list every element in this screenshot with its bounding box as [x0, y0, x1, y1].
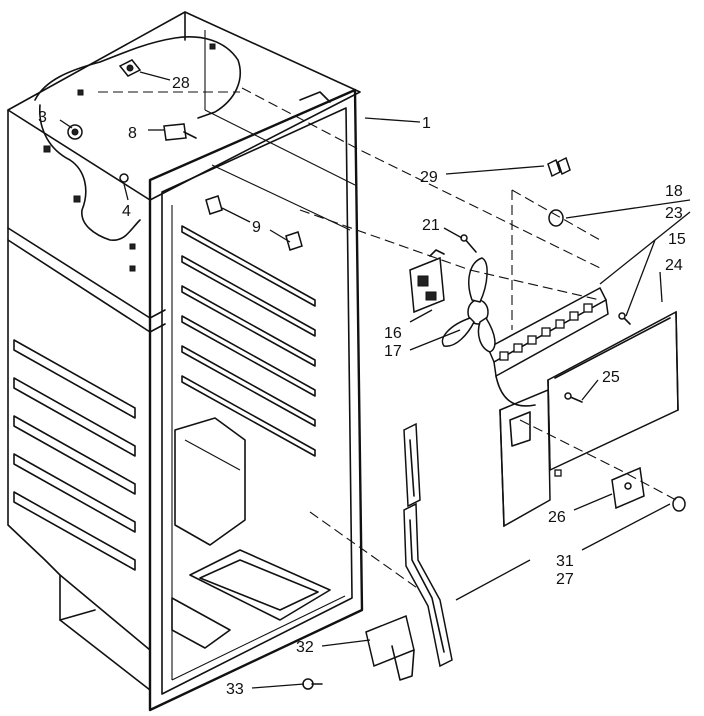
- callout-24: 24: [665, 257, 683, 274]
- drain-fitting: [365, 614, 415, 681]
- callout-15: 15: [668, 231, 686, 248]
- callout-26: 26: [548, 509, 566, 526]
- callout-32: 32: [296, 639, 314, 656]
- callout-31: 31: [556, 553, 574, 570]
- callout-23: 23: [665, 205, 683, 222]
- callout-9: 9: [252, 219, 261, 236]
- callout-labels: 1 28 3 8 4 9 29 18 23 21 15 24 16 17 25 …: [38, 75, 686, 698]
- callout-33: 33: [226, 681, 244, 698]
- callout-8: 8: [128, 125, 137, 142]
- callout-18: 18: [665, 183, 683, 200]
- callout-27: 27: [556, 571, 574, 588]
- assembly-guide-lines: [98, 87, 677, 591]
- callout-25: 25: [602, 369, 620, 386]
- front-frame: [148, 88, 364, 712]
- callout-17: 17: [384, 343, 402, 360]
- callout-16: 16: [384, 325, 402, 342]
- callout-29: 29: [420, 169, 438, 186]
- callout-21: 21: [422, 217, 440, 234]
- callout-4: 4: [122, 203, 131, 220]
- fan-bracket: [487, 286, 609, 407]
- callout-28: 28: [172, 75, 190, 92]
- drain-trough: [403, 422, 453, 668]
- leader-lines: [59, 71, 691, 689]
- fan-blade: [441, 257, 496, 353]
- callout-1: 1: [422, 115, 431, 132]
- callout-3: 3: [38, 109, 47, 126]
- air-duct-panel: [499, 388, 551, 528]
- fan-motor-assembly: [409, 249, 445, 314]
- cabinet-liner: [7, 11, 361, 691]
